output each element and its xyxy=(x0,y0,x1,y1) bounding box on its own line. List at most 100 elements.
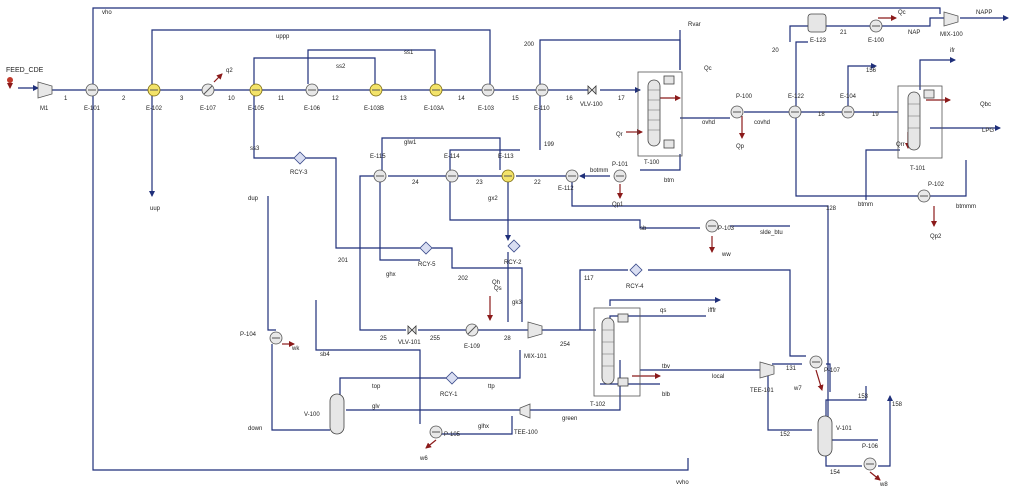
stream-ss3: ss3 xyxy=(250,146,260,152)
stream-13: 13 xyxy=(400,96,407,102)
label-rcy3: RCY-3 xyxy=(290,170,308,176)
stream-sb4: sb4 xyxy=(320,352,330,358)
label-p104: P-104 xyxy=(240,332,257,338)
stream-201: 201 xyxy=(338,258,349,264)
exchanger-e103a-icon[interactable] xyxy=(429,83,443,97)
label-e104: E-104 xyxy=(840,94,857,100)
exchanger-e122-icon[interactable] xyxy=(788,105,802,119)
mixer-mix101-icon[interactable] xyxy=(527,321,543,339)
valve-vlv100-icon[interactable] xyxy=(587,85,597,95)
stream-ifffr: ifffr xyxy=(708,308,716,314)
drum-e123-icon[interactable] xyxy=(807,13,827,33)
pump-p102-icon[interactable] xyxy=(917,189,931,203)
stream-covhd: covhd xyxy=(754,120,770,126)
exchanger-e109-icon[interactable] xyxy=(465,323,479,337)
label-e109: E-109 xyxy=(464,344,481,350)
pump-p101-icon[interactable] xyxy=(613,169,627,183)
column-t102-icon[interactable] xyxy=(593,307,641,397)
exchanger-e113-icon[interactable] xyxy=(501,169,515,183)
label-t100: T-100 xyxy=(644,160,660,166)
stream-lpg: LPG xyxy=(982,128,994,134)
label-v101: V-101 xyxy=(836,426,852,432)
stream-ovhd: ovhd xyxy=(702,120,715,126)
vessel-v101-icon[interactable] xyxy=(817,415,833,457)
pump-p106-icon[interactable] xyxy=(863,457,877,471)
stream-gx2: gx2 xyxy=(488,196,498,202)
stream-18: 18 xyxy=(818,112,825,118)
exchanger-e105-icon[interactable] xyxy=(249,83,263,97)
mixer-mix100-icon[interactable] xyxy=(943,11,959,27)
stream-uppp: uppp xyxy=(276,34,290,40)
stream-128: 128 xyxy=(826,206,837,212)
recycle-rcy4-icon[interactable] xyxy=(629,263,643,277)
recycle-rcy5-icon[interactable] xyxy=(419,241,433,255)
stream-qrr: Qrr xyxy=(896,142,905,148)
pump-p107-icon[interactable] xyxy=(809,355,823,369)
exchanger-e103b-icon[interactable] xyxy=(369,83,383,97)
stream-btmmm: btmmm xyxy=(956,204,976,210)
label-v100: V-100 xyxy=(304,412,320,418)
label-e103: E-103 xyxy=(478,106,495,112)
exchanger-e112-icon[interactable] xyxy=(565,169,579,183)
exchanger-e115-icon[interactable] xyxy=(373,169,387,183)
recycle-rcy2-icon[interactable] xyxy=(507,239,521,253)
pump-p105-icon[interactable] xyxy=(429,425,443,439)
stream-16: 16 xyxy=(566,96,573,102)
tee-tee101-icon[interactable] xyxy=(759,361,775,379)
exchanger-e106-icon[interactable] xyxy=(305,83,319,97)
exchanger-e100-icon[interactable] xyxy=(869,19,883,33)
stream-202: 202 xyxy=(458,276,469,282)
stream-25: 25 xyxy=(380,336,387,342)
stream-ss1: ss1 xyxy=(404,50,414,56)
label-e100: E-100 xyxy=(868,38,885,44)
stream-nap: NAP xyxy=(908,30,920,36)
stream-24: 24 xyxy=(412,180,419,186)
label-p100: P-100 xyxy=(736,94,753,100)
stream-qs: Qs xyxy=(494,286,502,292)
stream-156: 156 xyxy=(866,68,877,74)
stream-qp2: Qp2 xyxy=(930,234,942,240)
stream-qp1: Qp1 xyxy=(612,202,624,208)
pump-p104-icon[interactable] xyxy=(269,331,283,345)
stream-154: 154 xyxy=(830,470,841,476)
label-e106: E-106 xyxy=(304,106,321,112)
label-e115: E-115 xyxy=(370,154,386,160)
stream-qh: Qh xyxy=(492,280,500,286)
stream-131: 131 xyxy=(786,366,797,372)
label-rcy2: RCY-2 xyxy=(504,260,522,266)
label-tee100: TEE-100 xyxy=(514,430,538,436)
stream-ghx: ghx xyxy=(386,272,396,278)
exchanger-e101-icon[interactable] xyxy=(85,83,99,97)
exchanger-e110-icon[interactable] xyxy=(535,83,549,97)
exchanger-e107-icon[interactable] xyxy=(201,83,215,97)
stream-200: 200 xyxy=(524,42,535,48)
equipment-labels: FEED_CDE M1 E-101 E-102 E-107 E-105 E-10… xyxy=(6,32,963,450)
tee-tee100-icon[interactable] xyxy=(519,403,531,419)
pump-p103-icon[interactable] xyxy=(705,219,719,233)
stream-28: 28 xyxy=(504,336,511,342)
stream-23: 23 xyxy=(476,180,483,186)
vessel-v100-icon[interactable] xyxy=(329,393,345,435)
stream-napp: NAPP xyxy=(976,10,992,16)
recycle-rcy1-icon[interactable] xyxy=(445,371,459,385)
stream-botmm: botmm xyxy=(590,168,608,174)
stream-17: 17 xyxy=(618,96,625,102)
lower-section-streams xyxy=(92,96,893,471)
column-t100-icon[interactable] xyxy=(637,71,683,157)
exchanger-e114-icon[interactable] xyxy=(445,169,459,183)
stream-1: 1 xyxy=(64,96,68,102)
stream-ww: ww xyxy=(721,252,731,258)
recycle-rcy3-icon[interactable] xyxy=(293,151,307,165)
exchanger-e102-icon[interactable] xyxy=(147,83,161,97)
column-t101-icon[interactable] xyxy=(897,85,943,159)
label-p101: P-101 xyxy=(612,162,629,168)
exchanger-e104-icon[interactable] xyxy=(841,105,855,119)
mixer-m1-icon[interactable] xyxy=(37,81,53,99)
valve-vlv101-icon[interactable] xyxy=(407,325,417,335)
pump-p100-icon[interactable] xyxy=(730,105,744,119)
stream-blb: blb xyxy=(662,392,671,398)
stream-19: 19 xyxy=(872,112,879,118)
stream-153: 153 xyxy=(858,394,869,400)
stream-qc: Qc xyxy=(704,66,712,72)
exchanger-e103-icon[interactable] xyxy=(481,83,495,97)
